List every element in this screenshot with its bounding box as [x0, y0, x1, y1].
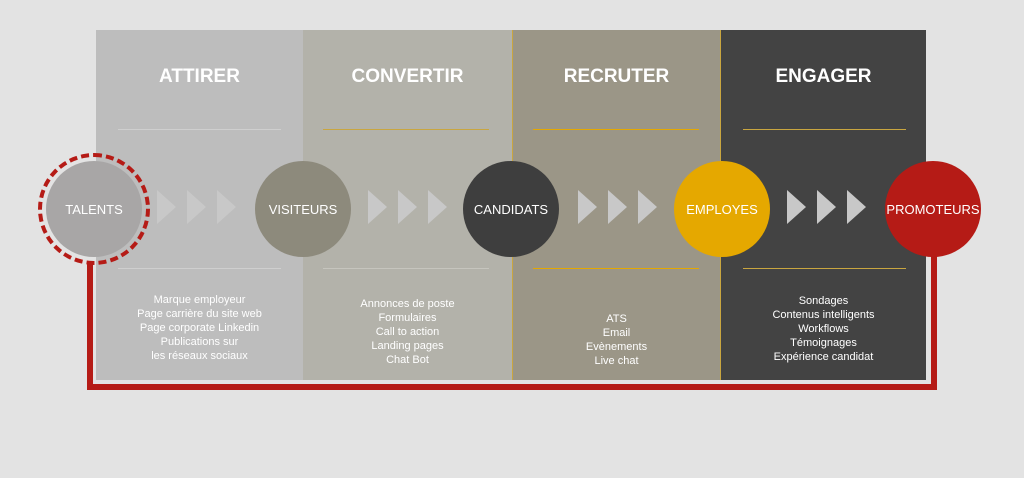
stage-item: Page carrière du site web — [137, 308, 262, 320]
flow-arrow-icon — [847, 190, 866, 224]
stage-item: les réseaux sociaux — [151, 350, 248, 362]
stage-item: Page corporate Linkedin — [139, 322, 260, 334]
talents-dashed-ring — [38, 153, 150, 265]
stage-item: Contenus intelligents — [772, 309, 875, 321]
flow-arrow-icon — [368, 190, 387, 224]
flow-arrow-icon — [638, 190, 657, 224]
stage-title: ATTIRER — [159, 66, 240, 87]
return-line-bottom — [87, 384, 937, 390]
node-promoteurs: PROMOTEURS — [885, 161, 981, 257]
flow-arrow-icon — [608, 190, 627, 224]
stage-item: Formulaires — [378, 312, 437, 324]
flow-arrow-icon — [157, 190, 176, 224]
stage-divider-top — [118, 129, 281, 130]
stage-item: Email — [602, 327, 631, 339]
stage-item: Live chat — [594, 355, 639, 367]
flow-arrow-icon — [787, 190, 806, 224]
node-visiteurs: VISITEURS — [255, 161, 351, 257]
stage-divider-top — [533, 129, 699, 130]
stage-divider-bottom — [118, 268, 281, 269]
stage-item: Témoignages — [790, 337, 857, 349]
stage-item: Sondages — [798, 295, 849, 307]
stage-title: ENGAGER — [775, 66, 872, 87]
stage-divider-top — [743, 129, 906, 130]
stage-item: Chat Bot — [386, 354, 429, 366]
node-talents: TALENTS — [46, 161, 142, 257]
stage-item: Workflows — [798, 323, 849, 335]
stage-items: Marque employeur Page carrière du site w… — [96, 293, 303, 363]
stage-divider-bottom — [323, 268, 489, 269]
stage-item: Expérience candidat — [773, 351, 874, 363]
stage-divider-top — [323, 129, 489, 130]
return-line-left — [87, 262, 93, 390]
stage-title: RECRUTER — [563, 66, 670, 87]
stage-items: ATS Email Evènements Live chat — [513, 312, 720, 368]
flow-arrow-icon — [578, 190, 597, 224]
stage-items: Annonces de poste Formulaires Call to ac… — [303, 297, 512, 367]
stage-divider-bottom — [533, 268, 699, 269]
stage-item: ATS — [606, 313, 627, 325]
stage-item: Publications sur — [160, 336, 239, 348]
flow-arrow-icon — [398, 190, 417, 224]
node-candidats: CANDIDATS — [463, 161, 559, 257]
stage-items: Sondages Contenus intelligents Workflows… — [721, 294, 926, 364]
stage-item: Call to action — [375, 326, 440, 338]
node-employes: EMPLOYES — [674, 161, 770, 257]
stage-divider-bottom — [743, 268, 906, 269]
stage-item: Marque employeur — [153, 294, 246, 306]
flow-arrow-icon — [187, 190, 206, 224]
stage-item: Annonces de poste — [360, 298, 455, 310]
flow-arrow-icon — [217, 190, 236, 224]
stage-title: CONVERTIR — [351, 66, 464, 87]
flow-arrow-icon — [428, 190, 447, 224]
return-line-right — [931, 255, 937, 390]
flow-arrow-icon — [817, 190, 836, 224]
stage-item: Evènements — [585, 341, 648, 353]
stage-item: Landing pages — [371, 340, 444, 352]
